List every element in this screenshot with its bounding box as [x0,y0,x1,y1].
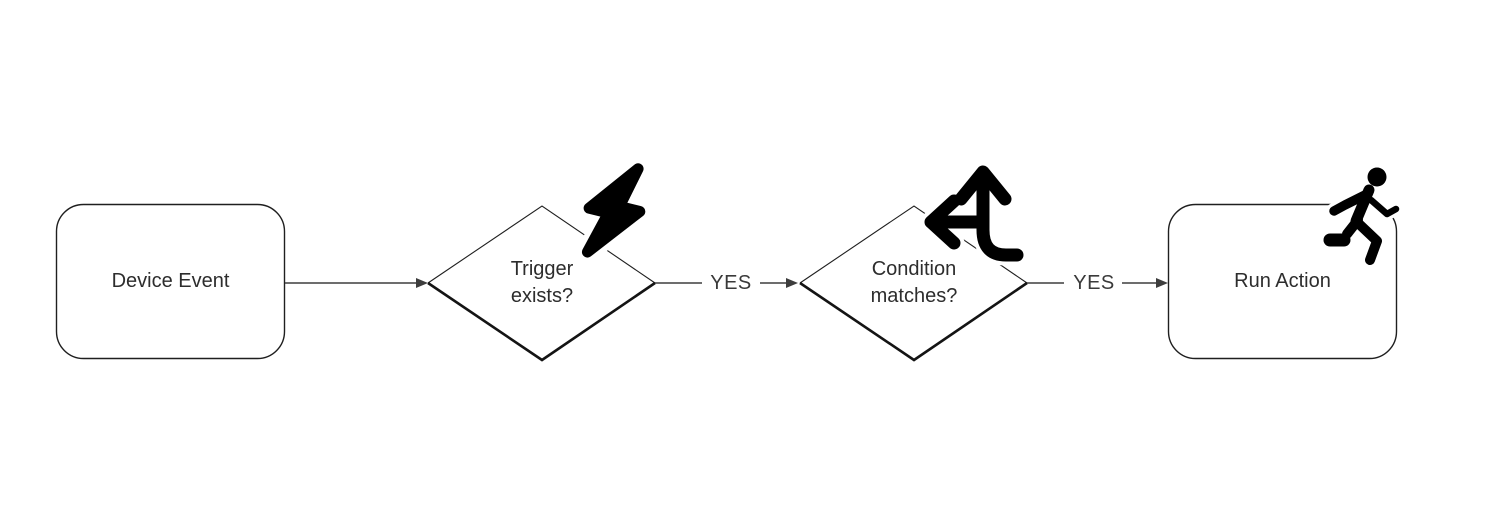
node-label-text-line: exists? [510,285,574,307]
node-label-text-line: Condition [871,258,957,280]
edge-label-text: YES [710,271,752,294]
node-label-condition-matches: Condition matches? [844,240,984,326]
lightning-bolt-icon [576,157,651,264]
node-label-text-line: Trigger [510,258,574,280]
node-label-text: Device Event [111,269,230,292]
edge-label-text: YES [1073,271,1115,294]
edge-label-yes-2: YES [1059,266,1129,300]
edge-label-yes-1: YES [696,266,766,300]
running-person-icon [1320,164,1403,269]
node-label-device-event: Device Event [56,204,285,358]
edge-trigger-exists-condition-matches [655,278,798,288]
node-label-text-line: matches? [870,285,958,307]
node-label-trigger-exists: Trigger exists? [472,240,612,326]
node-shape-device-event [55,203,286,360]
edge-device-event-trigger-exists [285,278,428,288]
split-arrows-icon [920,161,1028,266]
node-label-text: Run Action [1234,269,1331,292]
node-label-run-action: Run Action [1168,204,1397,358]
edge-condition-matches-run-action [1027,278,1168,288]
